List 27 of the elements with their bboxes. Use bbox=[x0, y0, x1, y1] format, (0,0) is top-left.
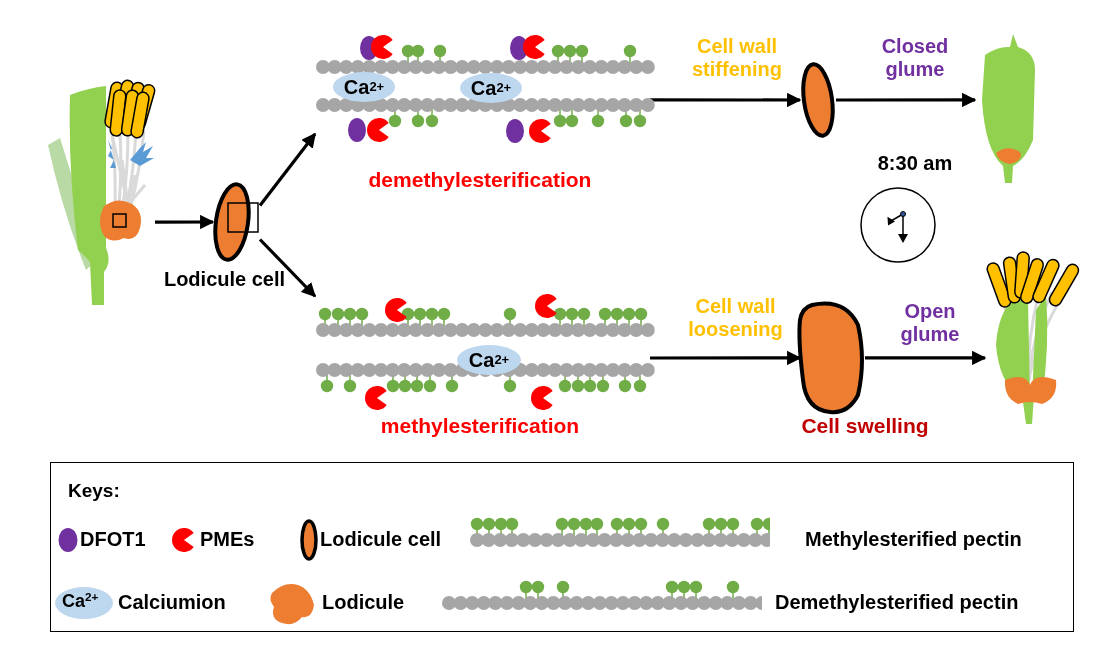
legend-label: Lodicule bbox=[322, 591, 405, 614]
legend-label: DFOT1 bbox=[80, 528, 146, 551]
calcium-ion-label: Ca$^{2+}$ bbox=[333, 72, 395, 102]
arrow bbox=[155, 214, 215, 230]
legend-label: Methylesterified pectin bbox=[805, 528, 1022, 551]
legend-label: PMEs bbox=[200, 528, 255, 551]
arrow bbox=[836, 92, 977, 108]
arrow bbox=[650, 92, 802, 108]
caption-text: demethylesterification bbox=[367, 168, 593, 193]
caption-text: Cell swelling bbox=[800, 414, 930, 439]
arrow bbox=[865, 350, 987, 366]
edge-label: Cell wall loosening bbox=[687, 295, 784, 341]
arrow bbox=[258, 132, 317, 207]
calcium-ion-label: Ca$^{2+}$ bbox=[457, 345, 521, 375]
calcium-ion-label: Ca$^{2+}$ bbox=[62, 591, 100, 612]
calcium-ion-label: Ca$^{2+}$ bbox=[460, 73, 522, 103]
edge-label: Cell wall stiffening bbox=[691, 35, 783, 81]
legend-title: Keys: bbox=[68, 480, 121, 502]
arrow bbox=[258, 238, 317, 298]
legend-label: Calciumion bbox=[118, 591, 226, 614]
caption-text: methylesterification bbox=[379, 414, 581, 439]
legend-label: Lodicule cell bbox=[320, 528, 442, 551]
caption-text: Lodicule cell bbox=[162, 268, 287, 291]
edge-label: Open glume bbox=[899, 300, 961, 346]
legend-label: Demethylesterified pectin bbox=[775, 591, 1019, 614]
edge-label: Closed glume bbox=[880, 35, 950, 81]
time-label: 8:30 am bbox=[876, 152, 954, 175]
